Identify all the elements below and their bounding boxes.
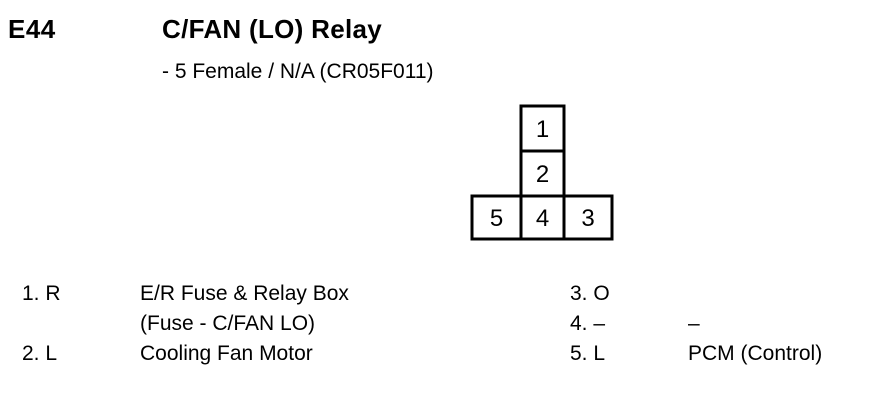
connector-code: E44 xyxy=(8,14,56,44)
pin-row-1-desc2: (Fuse - C/FAN LO) xyxy=(140,312,316,335)
pin-row-5-desc: PCM (Control) xyxy=(688,342,823,365)
pin-label-3: 3 xyxy=(581,205,594,232)
pin-row-1-desc: E/R Fuse & Relay Box xyxy=(140,282,349,305)
connector-pinout-diagram: 1 2 5 4 3 xyxy=(470,104,620,244)
pin-row-4-number: 4. – xyxy=(570,312,606,335)
connector-title: C/FAN (LO) Relay xyxy=(162,14,383,44)
connector-face-svg: 1 2 5 4 3 xyxy=(470,104,614,241)
connector-subtitle: - 5 Female / N/A (CR05F011) xyxy=(162,60,434,83)
pin-cell-3 xyxy=(562,194,614,241)
pin-row-1-number: 1. R xyxy=(22,282,61,305)
pin-row-4-desc: – xyxy=(688,312,700,335)
pin-row-2-desc: Cooling Fan Motor xyxy=(140,342,313,365)
pin-row-2-number: 2. L xyxy=(22,342,58,365)
pin-label-4: 4 xyxy=(536,205,549,232)
pin-row-3-number: 3. O xyxy=(570,282,610,305)
pin-label-1: 1 xyxy=(536,116,549,143)
pin-label-2: 2 xyxy=(536,161,549,188)
pin-label-5: 5 xyxy=(490,205,503,232)
pin-row-5-number: 5. L xyxy=(570,342,606,365)
